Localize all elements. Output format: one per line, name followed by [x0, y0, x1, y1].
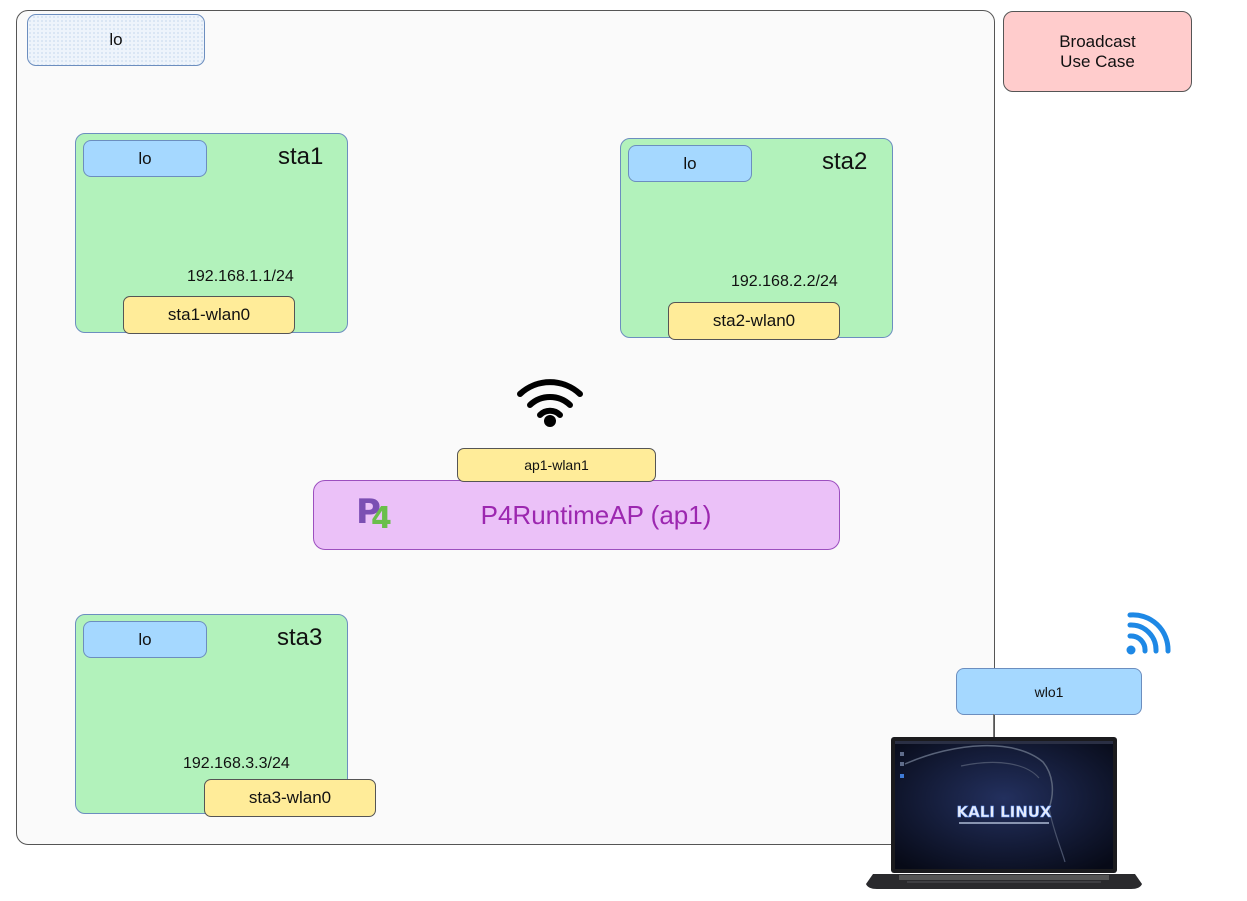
ap1-wlan-interface: ap1-wlan1 [457, 448, 656, 482]
sta2-lo-label: lo [683, 153, 697, 173]
sta3-lo-label: lo [138, 629, 152, 649]
host-lo-interface: lo [27, 14, 205, 66]
sta2-ip: 192.168.2.2/24 [731, 273, 838, 290]
sta1-ip: 192.168.1.1/24 [187, 268, 294, 285]
sta1-lo-interface: lo [83, 140, 207, 177]
kali-linux-logo-text: KALI LINUX [956, 803, 1051, 821]
ap1-wlan-label: ap1-wlan1 [524, 457, 589, 473]
wifi-signal-icon [1126, 612, 1171, 655]
sta1-lo-label: lo [138, 148, 152, 168]
sta3-wlan-label: sta3-wlan0 [248, 788, 332, 807]
sta3-lo-interface: lo [83, 621, 207, 658]
svg-text:P: P [356, 492, 381, 531]
sta3-wlan-interface: sta3-wlan0 [204, 779, 376, 817]
sta1-name: sta1 [278, 143, 324, 170]
p4-logo-icon: P 4 [356, 492, 392, 531]
sta2-name: sta2 [822, 148, 868, 175]
sta2-lo-interface: lo [628, 145, 752, 182]
svg-text:4: 4 [371, 501, 392, 531]
wlo1-label: wlo1 [1034, 683, 1064, 700]
sta1-wlan-label: sta1-wlan0 [167, 305, 251, 324]
laptop-icon: KALI LINUX [866, 737, 1142, 889]
ap-label: P4RuntimeAP (ap1) [480, 499, 712, 530]
use-case-line-2: Use Case [1060, 51, 1135, 71]
sta3-ip: 192.168.3.3/24 [183, 755, 290, 772]
wlo1-link-line [993, 714, 994, 741]
wifi-icon [517, 379, 583, 427]
host-lo-label: lo [109, 30, 123, 49]
sta3-name: sta3 [277, 624, 323, 651]
sta2-wlan-label: sta2-wlan0 [712, 311, 796, 330]
sta2-wlan-interface: sta2-wlan0 [668, 302, 840, 340]
sta1-wlan-interface: sta1-wlan0 [123, 296, 295, 334]
use-case-line-1: Broadcast [1059, 31, 1136, 51]
wlo1-interface: wlo1 [956, 668, 1142, 715]
use-case-box: Broadcast Use Case [1003, 11, 1192, 92]
p4runtime-ap-box [313, 480, 840, 550]
